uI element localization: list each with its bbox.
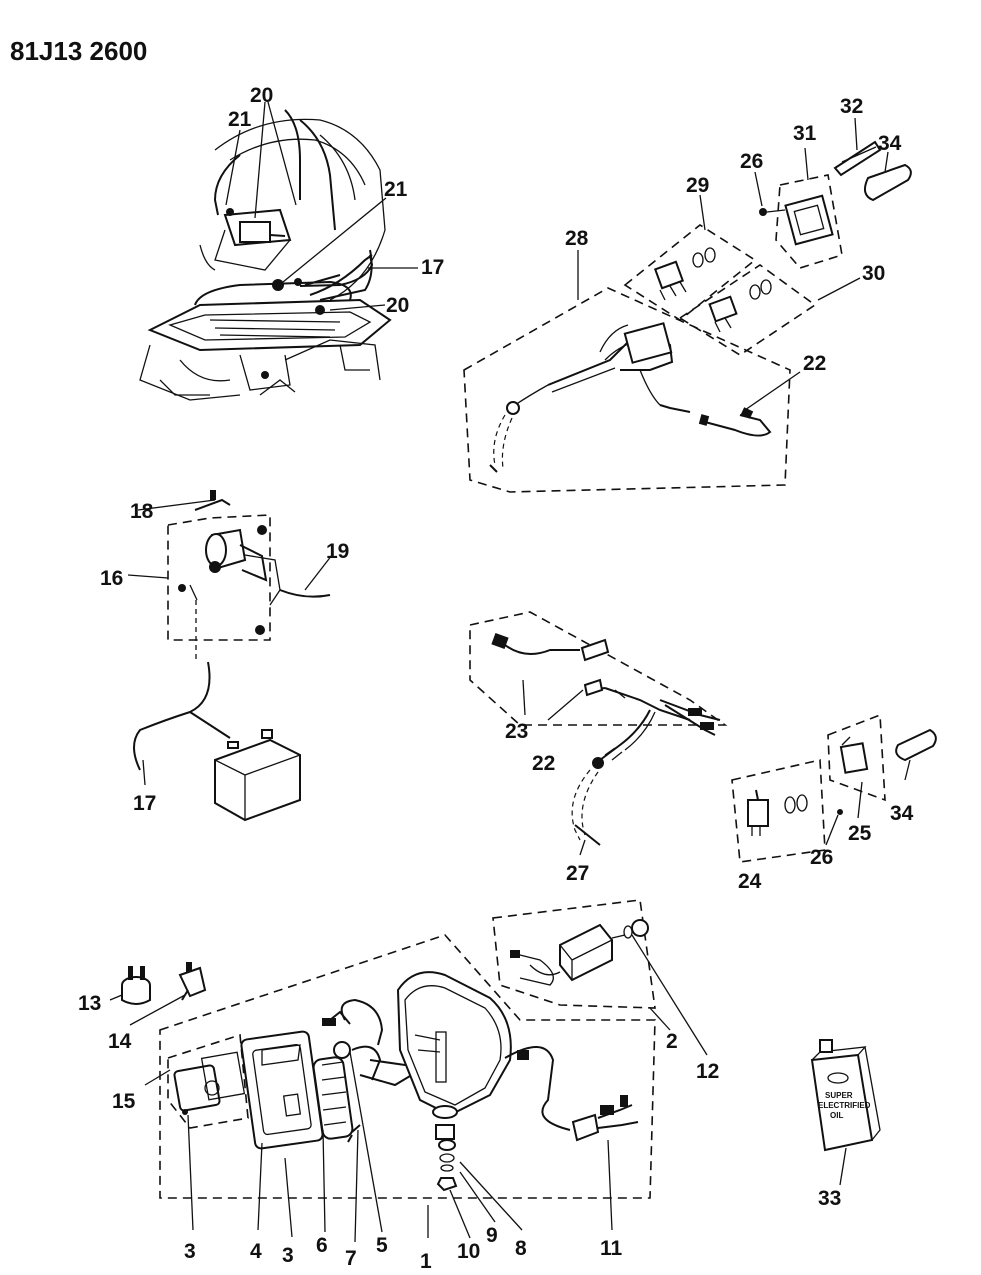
callout-11: 11 — [600, 1237, 623, 1260]
callout-15: 15 — [112, 1090, 136, 1113]
leader-16 — [127, 574, 169, 579]
callout-8: 8 — [515, 1237, 527, 1260]
fog-lamp-assembly — [159, 934, 656, 1199]
callout-30: 30 — [862, 262, 885, 285]
oil-can-label-line1: SUPER — [825, 1091, 853, 1100]
leader-34 — [884, 151, 889, 173]
callout-20: 20 — [250, 84, 273, 107]
callout-6: 6 — [316, 1234, 328, 1257]
callout-31: 31 — [793, 122, 817, 145]
callout-34: 34 — [890, 802, 914, 825]
leader-31 — [804, 147, 809, 181]
callout-5: 5 — [376, 1234, 388, 1257]
callout-19: 19 — [326, 540, 349, 563]
callout-24: 24 — [738, 870, 762, 893]
callout-1: 1 — [420, 1250, 432, 1273]
callout-21: 21 — [228, 108, 252, 131]
leader-33 — [839, 1147, 847, 1186]
flasher-13 — [121, 966, 151, 1005]
wiring-harness-23 — [469, 611, 728, 846]
callout-4: 4 — [250, 1240, 262, 1263]
relay-kit-2 — [492, 899, 656, 1009]
callout-21: 21 — [384, 178, 408, 201]
pin-32 — [833, 140, 882, 177]
battery-cable-17-top — [299, 254, 374, 287]
leader-19 — [304, 554, 333, 591]
switch-kit-24 — [731, 759, 826, 863]
callout-25: 25 — [848, 822, 872, 845]
callout-10: 10 — [457, 1240, 480, 1263]
callout-leaders-top-left — [225, 101, 418, 311]
callout-9: 9 — [486, 1224, 498, 1247]
callout-28: 28 — [565, 227, 589, 250]
callout-2: 2 — [666, 1030, 678, 1053]
oil-can-33: SUPER ELECTRIFIED OIL — [810, 1039, 881, 1152]
callout-20: 20 — [386, 294, 409, 317]
leader-17b — [142, 759, 146, 786]
leader-26b — [825, 814, 839, 846]
leader-18 — [137, 499, 216, 511]
flasher-14 — [178, 962, 207, 1001]
leader-25 — [857, 781, 863, 819]
leader-22 — [744, 371, 801, 411]
leader-23 — [522, 679, 526, 716]
callout-17: 17 — [421, 256, 444, 279]
ground-cable-21 — [213, 154, 241, 216]
callout-32: 32 — [840, 95, 863, 118]
leader-30 — [817, 277, 861, 301]
switch-bracket-31 — [759, 174, 843, 269]
battery — [214, 729, 301, 822]
callout-13: 13 — [78, 992, 101, 1015]
switch-harness-kit — [463, 224, 817, 493]
callout-16: 16 — [100, 567, 123, 590]
callout-26: 26 — [810, 846, 833, 869]
callout-7: 7 — [345, 1247, 357, 1270]
oil-can-label-line3: OIL — [830, 1111, 843, 1120]
cap-34-top — [863, 163, 912, 202]
leader-26 — [754, 171, 763, 207]
callout-33: 33 — [818, 1187, 841, 1210]
solenoid-assembly — [167, 490, 331, 660]
document-code: 81J13 2600 — [10, 36, 147, 66]
callout-14: 14 — [108, 1030, 132, 1053]
callout-12: 12 — [696, 1060, 719, 1083]
bracket-25 — [827, 713, 886, 815]
callout-23: 23 — [505, 720, 528, 743]
callout-22: 22 — [803, 352, 826, 375]
callout-34: 34 — [878, 132, 902, 155]
callout-29: 29 — [686, 174, 709, 197]
callout-18: 18 — [130, 500, 154, 523]
callout-26: 26 — [740, 150, 763, 173]
oil-can-label-line2: ELECTRIFIED — [818, 1101, 871, 1110]
callout-3: 3 — [282, 1244, 294, 1267]
leader-32 — [854, 117, 858, 151]
callout-27: 27 — [566, 862, 589, 885]
callout-22: 22 — [532, 752, 555, 775]
cap-34-middle — [895, 728, 937, 762]
leader-34b — [904, 759, 911, 781]
callout-leaders-bottom — [109, 934, 708, 1243]
callout-17: 17 — [133, 792, 156, 815]
leader-29 — [699, 194, 706, 231]
leader-22b — [547, 689, 584, 721]
leader-27 — [579, 839, 586, 856]
engine-assembly-illustration — [139, 109, 392, 401]
battery-cable-17 — [133, 661, 211, 771]
callout-3: 3 — [184, 1240, 196, 1263]
